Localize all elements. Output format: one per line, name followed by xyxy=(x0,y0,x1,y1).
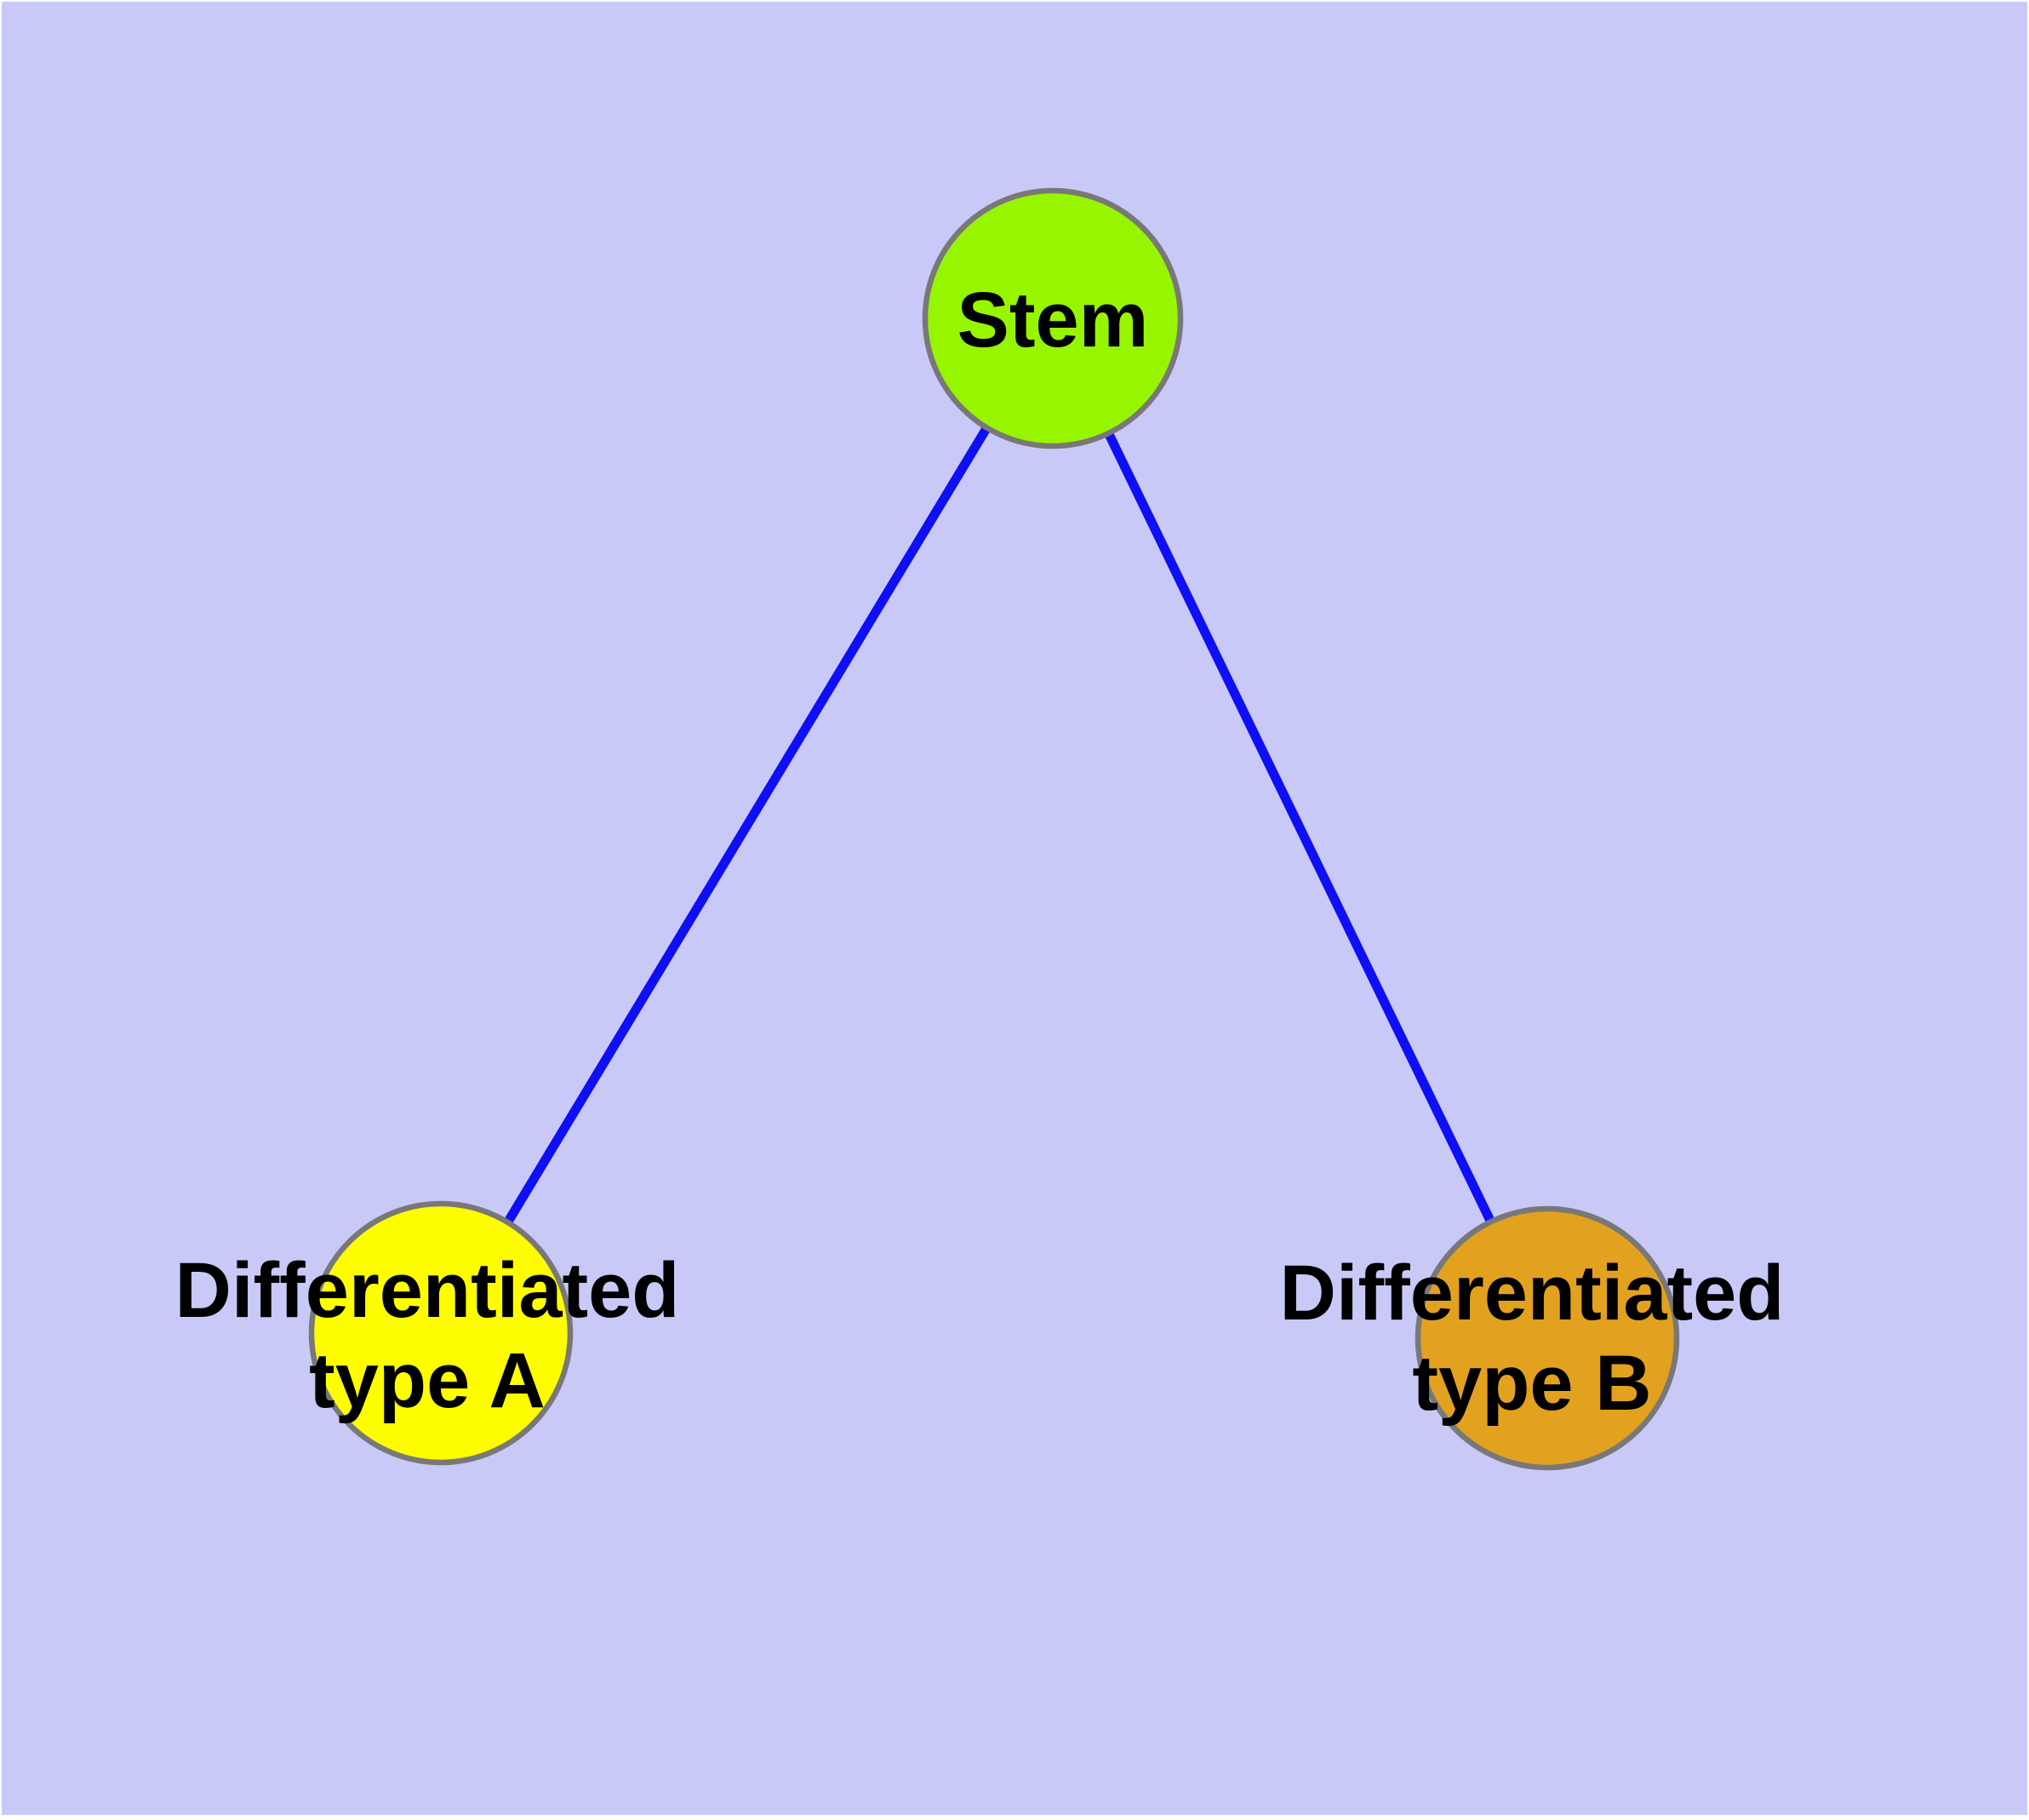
node-stem xyxy=(922,187,1184,449)
node-stem-label: Stem xyxy=(957,277,1149,363)
node-type-a-label-line2: type A xyxy=(309,1337,546,1424)
node-type-a-label-line1: Differentiated xyxy=(175,1247,680,1334)
node-type-b-label-line1: Differentiated xyxy=(1280,1250,1785,1336)
edge-stem-to-type-a xyxy=(437,316,1057,1336)
node-differentiated-type-a xyxy=(308,1200,574,1466)
edge-stem-to-type-b xyxy=(1049,316,1552,1341)
node-type-b-label-line2: type B xyxy=(1412,1340,1651,1427)
node-differentiated-type-b xyxy=(1415,1205,1680,1471)
